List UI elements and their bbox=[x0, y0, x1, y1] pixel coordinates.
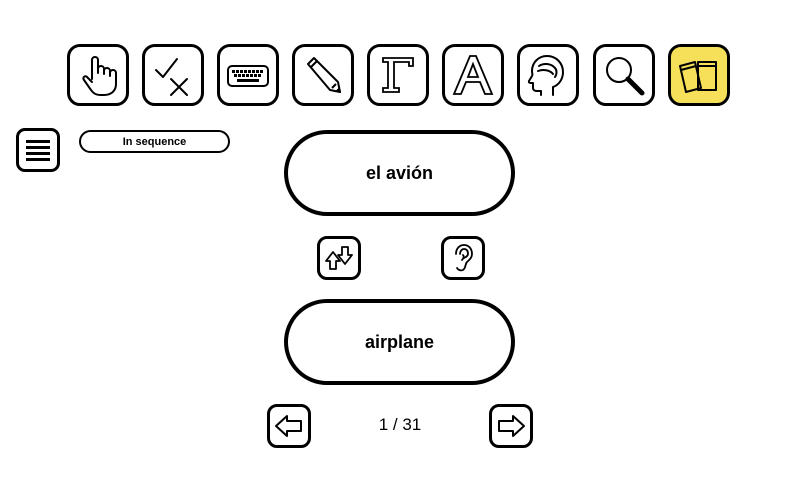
arrow-left-icon bbox=[275, 415, 302, 437]
letter-a-icon bbox=[452, 55, 494, 95]
card-back-text: airplane bbox=[364, 331, 435, 352]
ear-icon bbox=[455, 244, 473, 272]
magnifier-icon bbox=[606, 57, 645, 96]
check-cross-icon bbox=[155, 58, 188, 96]
mode-button-letter-a[interactable] bbox=[442, 44, 504, 106]
list-menu-icon bbox=[26, 140, 50, 161]
head-profile-icon bbox=[527, 55, 564, 96]
mode-button-search[interactable] bbox=[593, 44, 655, 106]
mode-button-touch[interactable] bbox=[67, 44, 129, 106]
card-front-text: el avión bbox=[365, 162, 434, 183]
flip-button[interactable] bbox=[317, 236, 361, 280]
mode-button-flashcards[interactable] bbox=[668, 44, 730, 106]
card-front[interactable]: el avión bbox=[284, 130, 515, 216]
flip-arrows-icon bbox=[325, 246, 353, 270]
next-button[interactable] bbox=[489, 404, 533, 448]
mode-button-typing[interactable] bbox=[217, 44, 279, 106]
hand-pointer-icon bbox=[82, 56, 117, 96]
mode-button-write[interactable] bbox=[292, 44, 354, 106]
menu-button[interactable] bbox=[16, 128, 60, 172]
card-back[interactable]: airplane bbox=[284, 299, 515, 385]
order-mode-toggle[interactable]: In sequence bbox=[79, 130, 230, 153]
previous-button[interactable] bbox=[267, 404, 311, 448]
card-counter: 1 / 31 bbox=[378, 415, 422, 434]
mode-button-check[interactable] bbox=[142, 44, 204, 106]
pencil-icon bbox=[307, 57, 341, 93]
mode-button-letter-r[interactable] bbox=[367, 44, 429, 106]
keyboard-icon bbox=[227, 65, 269, 87]
arrow-right-icon bbox=[498, 415, 525, 437]
listen-button[interactable] bbox=[441, 236, 485, 280]
flashcards-icon bbox=[679, 61, 717, 93]
letter-r-icon bbox=[382, 57, 414, 93]
mode-button-memory[interactable] bbox=[517, 44, 579, 106]
